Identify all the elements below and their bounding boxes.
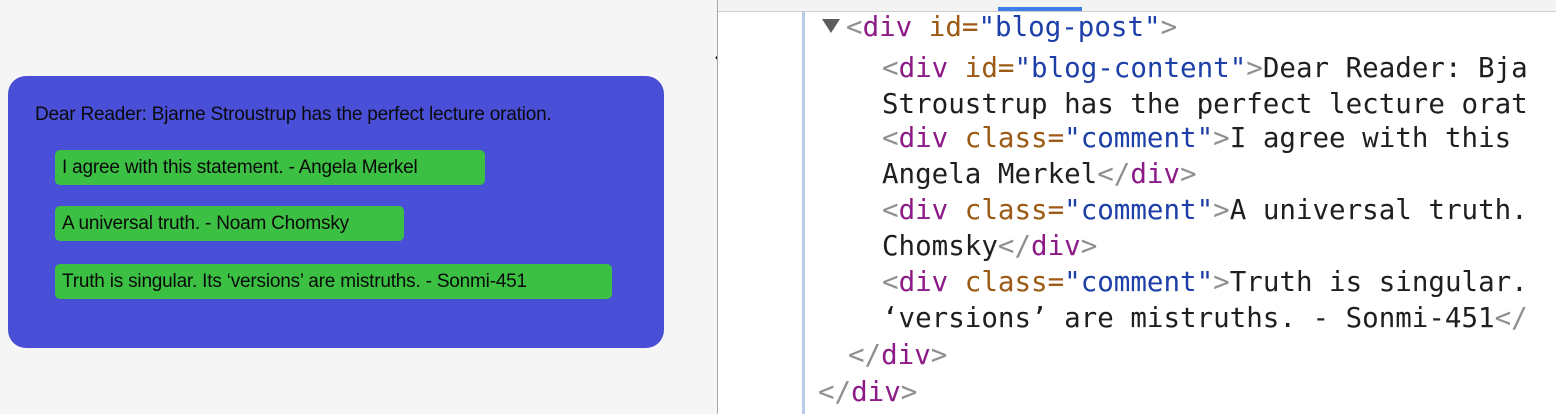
dom-node-comment-3[interactable]: <div class="comment">Truth is singular. xyxy=(882,264,1528,300)
blog-content: Dear Reader: Bjarne Stroustrup has the p… xyxy=(35,104,552,125)
tag-close-bracket: > xyxy=(1160,11,1178,43)
text-node: Chomsky xyxy=(882,230,998,262)
page-viewport: Dear Reader: Bjarne Stroustrup has the p… xyxy=(0,0,731,414)
end-tag-name: div xyxy=(1031,230,1081,262)
text-node: Truth is singular. xyxy=(1229,266,1528,298)
text-node-continuation: Angela Merkel</div> xyxy=(882,156,1197,192)
text-node: Stroustrup has the perfect lecture orat xyxy=(882,88,1528,120)
attribute-value: "blog-post" xyxy=(978,11,1161,43)
end-tag-open-bracket: </ xyxy=(848,339,882,371)
attribute-value: "comment" xyxy=(1064,122,1214,154)
end-tag-open-bracket: </ xyxy=(1097,158,1131,190)
tag-open-bracket: < xyxy=(846,11,863,43)
dom-node-comment-2[interactable]: <div class="comment">A universal truth. xyxy=(882,192,1528,228)
attribute-value: "blog-content" xyxy=(1014,52,1247,84)
attribute-name: id= xyxy=(948,52,1015,84)
dom-node-comment-1[interactable]: <div class="comment">I agree with this xyxy=(882,120,1528,156)
text-node-continuation: ‘versions’ are mistruths. - Sonmi-451</ xyxy=(882,300,1528,336)
tag-open-bracket: < xyxy=(882,194,899,226)
closing-tag-blog-post[interactable]: </div> xyxy=(818,374,917,410)
end-tag-close-bracket: > xyxy=(900,376,918,408)
text-node: A universal truth. xyxy=(1229,194,1528,226)
devtools-elements-panel: <div id="blog-post"> <div id="blog-conte… xyxy=(718,0,1556,414)
end-tag-name: div xyxy=(1130,158,1181,190)
attribute-name: class= xyxy=(948,266,1065,298)
end-tag-name: div xyxy=(881,339,931,371)
attribute-name: id= xyxy=(912,11,979,43)
tag-close-bracket: > xyxy=(1213,194,1230,226)
attribute-name: class= xyxy=(948,122,1065,154)
selected-node-gutter xyxy=(802,12,805,414)
tag-close-bracket: > xyxy=(1213,266,1230,298)
text-node-continuation: Chomsky</div> xyxy=(882,228,1097,264)
tag-name: div xyxy=(898,266,949,298)
end-tag-open-bracket: </ xyxy=(818,376,852,408)
comment-2: A universal truth. - Noam Chomsky xyxy=(55,206,404,241)
tag-open-bracket: < xyxy=(882,122,899,154)
dom-node-blog-post[interactable]: <div id="blog-post"> xyxy=(846,9,1177,45)
text-node-continuation: Stroustrup has the perfect lecture orat xyxy=(882,86,1528,122)
tag-name: div xyxy=(898,52,949,84)
end-tag-open-bracket: </ xyxy=(997,230,1032,262)
attribute-value: "comment" xyxy=(1064,194,1214,226)
end-tag-close-bracket: > xyxy=(1080,230,1098,262)
end-tag-open-bracket: </ xyxy=(1494,302,1528,334)
attribute-value: "comment" xyxy=(1064,266,1214,298)
attribute-name: class= xyxy=(948,194,1065,226)
devtools-toolbar xyxy=(718,0,1556,12)
text-node: ‘versions’ are mistruths. - Sonmi-451 xyxy=(882,302,1495,334)
blog-post: Dear Reader: Bjarne Stroustrup has the p… xyxy=(8,76,664,348)
text-node: I agree with this xyxy=(1229,122,1528,154)
comment-3: Truth is singular. Its ‘versions’ are mi… xyxy=(55,264,612,299)
text-node: Angela Merkel xyxy=(882,158,1098,190)
end-tag-name: div xyxy=(851,376,901,408)
tag-close-bracket: > xyxy=(1246,52,1263,84)
tag-open-bracket: < xyxy=(882,266,899,298)
tag-close-bracket: > xyxy=(1213,122,1230,154)
tag-name: div xyxy=(862,11,913,43)
tag-open-bracket: < xyxy=(882,52,899,84)
active-tab-indicator xyxy=(998,7,1082,11)
closing-tag-blog-content[interactable]: </div> xyxy=(848,337,947,373)
tag-name: div xyxy=(898,122,949,154)
text-node: Dear Reader: Bja xyxy=(1262,52,1528,84)
tag-name: div xyxy=(898,194,949,226)
comment-1: I agree with this statement. - Angela Me… xyxy=(55,150,485,185)
end-tag-close-bracket: > xyxy=(1180,158,1197,190)
dom-node-blog-content[interactable]: <div id="blog-content">Dear Reader: Bja xyxy=(882,50,1528,86)
pane-divider[interactable] xyxy=(717,0,718,414)
disclosure-triangle-icon[interactable] xyxy=(822,19,840,33)
end-tag-close-bracket: > xyxy=(930,339,948,371)
